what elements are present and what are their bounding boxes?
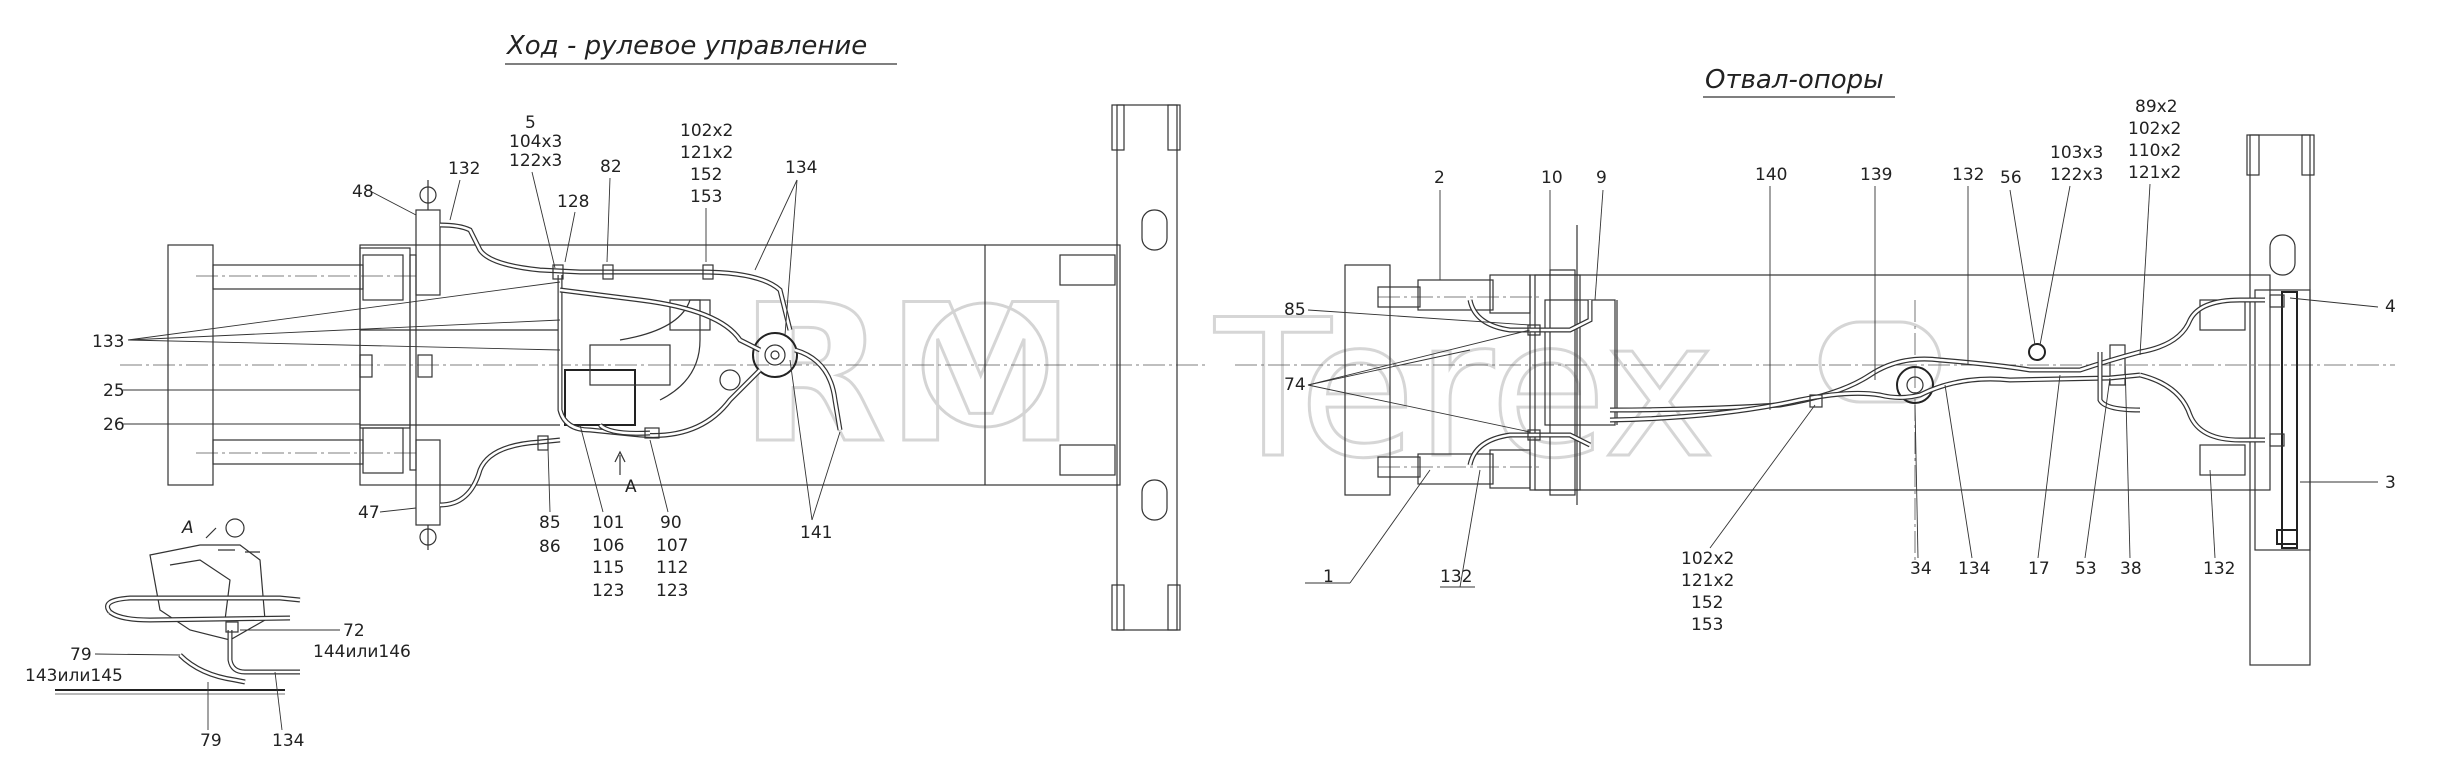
left-labels: 48 132 5 104x3 122x3 128 82 102x2 121x2 … — [92, 113, 841, 601]
detail-label-79b: 79 — [200, 731, 222, 751]
label-r74: 74 — [1284, 375, 1306, 395]
left-assembly — [120, 104, 1205, 631]
label-r132a: 132 — [1952, 165, 1984, 185]
label-rb121x2: 121x2 — [1681, 571, 1734, 591]
label-104x3: 104x3 — [509, 132, 562, 152]
title-right: Отвал-опоры — [1705, 65, 1884, 95]
watermark-right-text: Terex — [1214, 279, 1716, 500]
label-r10: 10 — [1541, 168, 1563, 188]
label-152: 152 — [690, 165, 722, 185]
label-r140: 140 — [1755, 165, 1787, 185]
label-25: 25 — [103, 381, 125, 401]
label-134: 134 — [785, 158, 817, 178]
detail-view-a: A 72 144или146 79 143или145 79 134 — [25, 518, 411, 751]
label-153: 153 — [690, 187, 722, 207]
detail-label-a: A — [181, 518, 194, 538]
right-assembly — [1235, 134, 2395, 666]
label-rb102x2: 102x2 — [1681, 549, 1734, 569]
label-47: 47 — [358, 503, 380, 523]
label-r121x2: 121x2 — [2128, 163, 2181, 183]
label-r53: 53 — [2075, 559, 2097, 579]
label-101: 101 — [592, 513, 624, 533]
label-123a: 123 — [592, 581, 624, 601]
right-hoses — [1467, 297, 2265, 466]
label-r17: 17 — [2028, 559, 2050, 579]
label-86: 86 — [539, 537, 561, 557]
label-r122x3: 122x3 — [2050, 165, 2103, 185]
watermark: RM Terex — [739, 263, 1942, 502]
label-r103x3: 103x3 — [2050, 143, 2103, 163]
label-48: 48 — [352, 182, 374, 202]
left-hoses — [439, 222, 843, 508]
label-107: 107 — [656, 536, 688, 556]
label-122x3: 122x3 — [509, 151, 562, 171]
watermark-left-text: RM — [740, 264, 1075, 485]
label-123b: 123 — [656, 581, 688, 601]
label-rb153: 153 — [1691, 615, 1723, 635]
label-133: 133 — [92, 332, 124, 352]
label-r102x2: 102x2 — [2128, 119, 2181, 139]
label-view-a: A — [625, 477, 637, 497]
label-r38: 38 — [2120, 559, 2142, 579]
label-r132b: 132 — [1440, 567, 1472, 587]
label-26: 26 — [103, 415, 125, 435]
label-r9: 9 — [1596, 168, 1607, 188]
label-132: 132 — [448, 159, 480, 179]
detail-label-143: 143или145 — [25, 666, 123, 686]
label-106: 106 — [592, 536, 624, 556]
label-141: 141 — [800, 523, 832, 543]
label-82: 82 — [600, 157, 622, 177]
label-121x2: 121x2 — [680, 143, 733, 163]
label-r34: 34 — [1910, 559, 1932, 579]
label-r1: 1 — [1323, 567, 1334, 587]
label-rb152: 152 — [1691, 593, 1723, 613]
label-128: 128 — [557, 192, 589, 212]
label-r4: 4 — [2385, 297, 2396, 317]
detail-label-144: 144или146 — [313, 642, 411, 662]
detail-label-79a: 79 — [70, 645, 92, 665]
detail-label-72: 72 — [343, 621, 365, 641]
label-r3: 3 — [2385, 473, 2396, 493]
label-5: 5 — [525, 113, 536, 133]
label-r110x2: 110x2 — [2128, 141, 2181, 161]
right-labels: 2 10 9 140 139 132 56 103x3 122x3 89x2 1… — [1284, 97, 2396, 635]
label-r134: 134 — [1958, 559, 1990, 579]
label-r132c: 132 — [2203, 559, 2235, 579]
title-left: Ход - рулевое управление — [505, 31, 867, 61]
label-102x2: 102x2 — [680, 121, 733, 141]
label-85: 85 — [539, 513, 561, 533]
label-r56: 56 — [2000, 168, 2022, 188]
label-112: 112 — [656, 558, 688, 578]
detail-label-134: 134 — [272, 731, 304, 751]
label-90: 90 — [660, 513, 682, 533]
label-r2: 2 — [1434, 168, 1445, 188]
label-r139: 139 — [1860, 165, 1892, 185]
label-115: 115 — [592, 558, 624, 578]
label-r89x2: 89x2 — [2135, 97, 2178, 117]
label-r85: 85 — [1284, 300, 1306, 320]
